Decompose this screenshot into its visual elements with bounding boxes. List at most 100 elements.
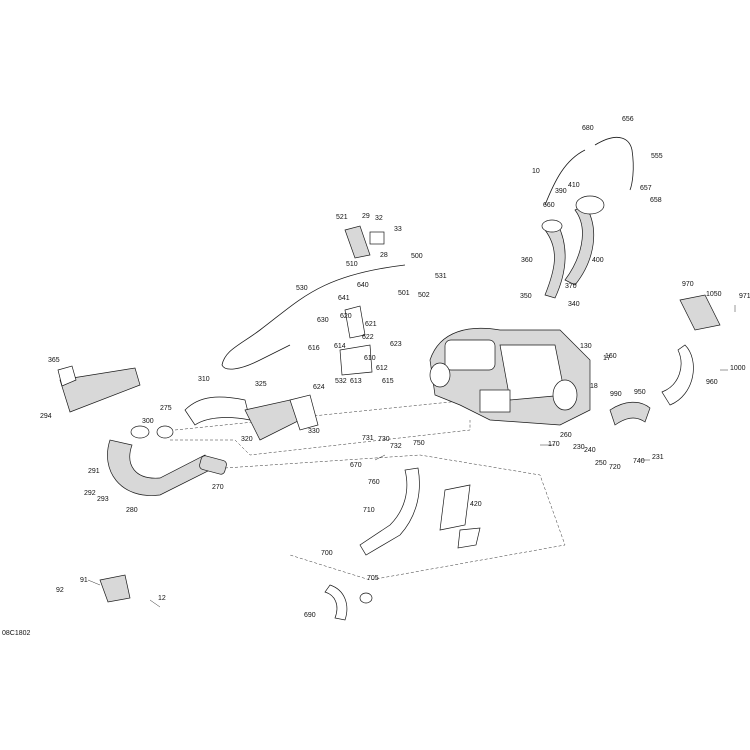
part-label-280[interactable]: 280 [126,507,138,514]
part-label-250[interactable]: 250 [595,460,607,467]
bracket[interactable] [344,225,385,259]
part-label-240[interactable]: 240 [584,447,596,454]
part-label-521[interactable]: 521 [336,214,348,221]
intake-duct[interactable] [661,344,694,406]
vent-hose[interactable] [544,149,586,206]
heat-shield[interactable] [57,365,141,413]
part-label-530[interactable]: 530 [296,285,308,292]
part-label-130[interactable]: 130 [580,343,592,350]
part-label-410[interactable]: 410 [568,182,580,189]
part-label-400[interactable]: 400 [592,257,604,264]
part-label-370[interactable]: 370 [565,283,577,290]
part-label-531[interactable]: 531 [435,273,447,280]
plenum[interactable] [244,394,319,441]
part-label-990[interactable]: 990 [610,391,622,398]
part-label-10[interactable]: 10 [532,168,540,175]
part-label-500[interactable]: 500 [411,253,423,260]
part-label-260[interactable]: 260 [560,432,572,439]
part-label-32[interactable]: 32 [375,215,383,222]
throttle-bracket[interactable] [339,305,373,376]
part-label-760[interactable]: 760 [368,479,380,486]
part-label-92[interactable]: 92 [56,587,64,594]
part-label-720[interactable]: 720 [609,464,621,471]
air-filter[interactable] [679,294,721,331]
part-label-360[interactable]: 360 [521,257,533,264]
part-label-680[interactable]: 680 [582,125,594,132]
part-label-28[interactable]: 28 [380,252,388,259]
part-label-275[interactable]: 275 [160,405,172,412]
part-label-641[interactable]: 641 [338,295,350,302]
part-label-1000[interactable]: 1000 [730,365,746,372]
part-label-656[interactable]: 656 [622,116,634,123]
part-label-270[interactable]: 270 [212,484,224,491]
part-label-501[interactable]: 501 [398,290,410,297]
front-exhaust-pipe[interactable] [359,467,420,556]
vent-hose-2[interactable] [594,136,634,191]
part-label-705[interactable]: 705 [367,575,379,582]
part-label-950[interactable]: 950 [634,389,646,396]
corrugated-hose[interactable] [609,401,651,426]
part-label-610[interactable]: 610 [364,355,376,362]
part-label-230[interactable]: 230 [573,444,585,451]
part-label-640[interactable]: 640 [357,282,369,289]
exhaust-elbow[interactable] [324,584,373,621]
part-label-750[interactable]: 750 [413,440,425,447]
intake-pipe[interactable] [184,396,251,426]
part-label-330[interactable]: 330 [308,428,320,435]
part-label-91[interactable]: 91 [80,577,88,584]
part-label-291[interactable]: 291 [88,468,100,475]
part-label-710[interactable]: 710 [363,507,375,514]
part-label-17[interactable]: 17 [603,355,611,362]
part-label-502[interactable]: 502 [418,292,430,299]
heat-shields-lower[interactable] [439,484,481,549]
muffler-bracket[interactable] [99,574,131,603]
part-label-730[interactable]: 730 [378,436,390,443]
part-label-350[interactable]: 350 [520,293,532,300]
part-label-12[interactable]: 12 [158,595,166,602]
part-label-292[interactable]: 292 [84,490,96,497]
part-label-623[interactable]: 623 [390,341,402,348]
part-label-614[interactable]: 614 [334,343,346,350]
part-label-33[interactable]: 33 [394,226,402,233]
exhaust-pipe[interactable] [107,425,211,496]
part-label-731[interactable]: 731 [362,435,374,442]
part-label-624[interactable]: 624 [313,384,325,391]
part-label-300[interactable]: 300 [142,418,154,425]
part-label-18[interactable]: 18 [590,383,598,390]
part-label-170[interactable]: 170 [548,441,560,448]
intake-ducts[interactable] [541,195,605,299]
part-label-293[interactable]: 293 [97,496,109,503]
part-label-620[interactable]: 620 [340,313,352,320]
part-label-658[interactable]: 658 [650,197,662,204]
part-label-670[interactable]: 670 [350,462,362,469]
part-label-612[interactable]: 612 [376,365,388,372]
part-label-970[interactable]: 970 [682,281,694,288]
part-label-660[interactable]: 660 [543,202,555,209]
couplers[interactable] [199,455,228,475]
part-label-532[interactable]: 532 [335,378,347,385]
part-label-390[interactable]: 390 [555,188,567,195]
part-label-365[interactable]: 365 [48,357,60,364]
part-label-555[interactable]: 555 [651,153,663,160]
part-label-621[interactable]: 621 [365,321,377,328]
part-label-971[interactable]: 971 [739,293,750,300]
part-label-657[interactable]: 657 [640,185,652,192]
part-label-613[interactable]: 613 [350,378,362,385]
part-label-732[interactable]: 732 [390,443,402,450]
throttle-cable[interactable] [221,264,406,370]
engine-assembly[interactable] [429,327,591,426]
part-label-700[interactable]: 700 [321,550,333,557]
part-label-294[interactable]: 294 [40,413,52,420]
part-label-510[interactable]: 510 [346,261,358,268]
part-label-622[interactable]: 622 [362,334,374,341]
part-label-690[interactable]: 690 [304,612,316,619]
part-label-29[interactable]: 29 [362,213,370,220]
part-label-310[interactable]: 310 [198,376,210,383]
part-label-1050[interactable]: 1050 [706,291,722,298]
part-label-231[interactable]: 231 [652,454,664,461]
part-label-320[interactable]: 320 [241,436,253,443]
part-label-630[interactable]: 630 [317,317,329,324]
part-label-616[interactable]: 616 [308,345,320,352]
part-label-325[interactable]: 325 [255,381,267,388]
part-label-740[interactable]: 740 [633,458,645,465]
